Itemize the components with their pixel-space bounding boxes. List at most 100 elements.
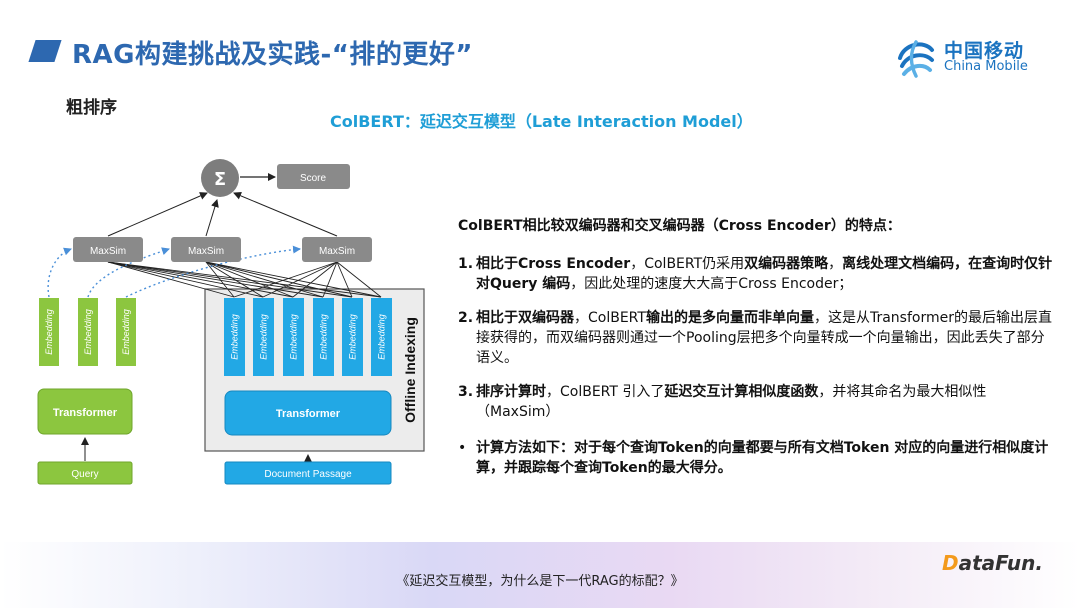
feature-item-3: 3.排序计算时，ColBERT 引入了延迟交互计算相似度函数，并将其命名为最大相… [458, 382, 1058, 422]
maxsim-doc-connections [107, 261, 382, 298]
china-mobile-logo-icon [898, 40, 934, 78]
maxsim3-to-sum-arrow [233, 192, 338, 237]
query-embedding-3 [116, 298, 136, 366]
query-embedding-label-3: Embedding [121, 309, 131, 355]
feature-text-panel: ColBERT相比较双编码器和交叉编码器（Cross Encoder）的特点： … [458, 216, 1058, 492]
title-accent-bar [28, 40, 62, 62]
feature-item-text-segment: 延迟交互计算相似度函数 [664, 384, 819, 400]
feature-item-text-segment: 相比于Cross Encoder [476, 256, 631, 272]
maxsim-box-1 [73, 237, 143, 262]
maxsim1-to-sum-arrow [107, 192, 208, 237]
query-input-label: Query [71, 469, 98, 480]
maxsim-box-2 [171, 237, 241, 262]
logo-cn-text: 中国移动 [944, 40, 1025, 62]
maxsim1-doc3-line [107, 261, 294, 298]
section-label: 粗排序 [66, 98, 117, 118]
feature-item-text-segment: ，这是从Transformer的最后输出层直接获得的，而双编码器则通过一个Poo… [476, 310, 1052, 366]
feature-item-4: • 计算方法如下：对于每个查询Token的向量都要与所有文档Token 对应的向量… [458, 438, 1058, 478]
doc-embedding-label-1: Embedding [230, 314, 240, 360]
datafun-logo: DataFun. [942, 551, 1043, 575]
maxsim3-doc3-line [292, 261, 338, 298]
query-embedding-3-to-maxsim-arrow [125, 245, 301, 298]
doc-input-label: Document Passage [264, 469, 352, 480]
offline-indexing-label: Offline Indexing [402, 317, 418, 423]
feature-item-text-segment: 双编码器策略 [744, 256, 829, 272]
maxsim2-doc3-line [205, 261, 294, 298]
china-mobile-logo: 中国移动 China Mobile [894, 36, 1044, 80]
datafun-logo-text: ataFun. [958, 551, 1043, 575]
query-transformer-box [37, 388, 133, 435]
sum-symbol: Σ [214, 169, 226, 190]
footer-gradient-band [0, 542, 1080, 608]
sum-node [201, 159, 239, 197]
maxsim1-doc5-line [107, 261, 353, 298]
doc-embedding-6 [371, 298, 392, 376]
query-transformer-label: Transformer [53, 407, 118, 419]
maxsim3-doc2-line [262, 261, 338, 298]
doc-embedding-label-2: Embedding [259, 314, 269, 360]
feature-item-text-segment: 计算方法如下：对于每个查询Token的向量都要与所有文档Token 对应的向量进… [476, 440, 1049, 476]
maxsim-label-1: MaxSim [90, 246, 126, 257]
maxsim2-doc2-line [205, 261, 264, 298]
query-embedding-2 [78, 298, 98, 366]
colbert-diagram: Offline Indexing Σ Score MaxSim MaxSim M… [37, 159, 425, 485]
doc-input-box [224, 461, 392, 485]
feature-item-number: 2. [458, 310, 474, 326]
feature-item-text-segment: ，并将其命名为最大相似性（MaxSim） [476, 384, 987, 420]
doc-embeddings: Embedding Embedding Embedding Embedding Embe… [224, 298, 392, 376]
maxsim1-doc1-line [107, 261, 235, 298]
maxsim2-to-sum-arrow [205, 199, 219, 237]
feature-item-number: 3. [458, 384, 474, 400]
doc-embedding-label-3: Embedding [289, 314, 299, 360]
feature-item-text-segment: 输出的是多向量而非单向量 [645, 310, 814, 326]
maxsim1-doc4-line [107, 261, 324, 298]
feature-item-text-segment: ，ColBERT [574, 310, 646, 326]
maxsim2-doc5-line [205, 261, 353, 298]
maxsim2-doc4-line [205, 261, 324, 298]
doc-embedding-2 [253, 298, 274, 376]
feature-item-1: 1.相比于Cross Encoder，ColBERT仍采用双编码器策略，离线处理… [458, 254, 1058, 294]
features-heading: ColBERT相比较双编码器和交叉编码器（Cross Encoder）的特点： [458, 218, 901, 234]
feature-item-number: 1. [458, 256, 474, 272]
query-to-maxsim-dotted-arrows [47, 245, 301, 298]
feature-item-text-segment: 离线处理文档编码，在查询时仅针对Query 编码 [476, 256, 1053, 292]
doc-transformer-label: Transformer [276, 408, 341, 420]
maxsim2-doc6-line [205, 261, 382, 298]
maxsim2-doc1-line [205, 261, 235, 298]
maxsim3-doc4-line [322, 261, 338, 298]
doc-embedding-1 [224, 298, 245, 376]
features-list: 1.相比于Cross Encoder，ColBERT仍采用双编码器策略，离线处理… [458, 254, 1058, 478]
maxsim-label-3: MaxSim [319, 246, 355, 257]
query-embedding-2-to-maxsim-arrow [87, 247, 170, 298]
feature-item-2: 2.相比于双编码器，ColBERT输出的是多向量而非单向量，这是从Transfo… [458, 308, 1058, 368]
maxsim3-doc5-line [336, 261, 353, 298]
feature-item-number: • [458, 440, 467, 456]
feature-item-text-segment: ， [828, 256, 843, 272]
feature-item-text-segment: ，ColBERT仍采用 [630, 256, 745, 272]
datafun-logo-mark: D [942, 551, 959, 575]
query-embedding-1 [39, 298, 59, 366]
maxsim-box-3 [302, 237, 372, 262]
maxsim1-doc6-line [107, 261, 382, 298]
feature-item-text-segment: 排序计算时 [476, 384, 546, 400]
page-title: RAG构建挑战及实践-“排的更好” [72, 40, 473, 70]
maxsim1-doc2-line [107, 261, 264, 298]
feature-item-text-segment: ，因此处理的速度大大高于Cross Encoder； [570, 276, 853, 292]
feature-item-text-segment: 相比于双编码器 [476, 310, 574, 326]
doc-embedding-label-4: Embedding [319, 314, 329, 360]
doc-embedding-label-6: Embedding [377, 314, 387, 360]
diagram-title: ColBERT：延迟交互模型（Late Interaction Model） [330, 112, 753, 131]
query-embedding-label-2: Embedding [83, 309, 93, 355]
maxsim-label-2: MaxSim [188, 246, 224, 257]
query-input-box [37, 461, 133, 485]
doc-transformer-box [224, 390, 392, 436]
query-embedding-1-to-maxsim-arrow [47, 247, 72, 298]
score-label: Score [300, 173, 327, 184]
maxsim3-doc1-line [233, 261, 338, 298]
doc-embedding-3 [283, 298, 304, 376]
query-embeddings: Embedding Embedding Embedding [39, 298, 136, 366]
query-embedding-label-1: Embedding [44, 309, 54, 355]
maxsim3-doc6-line [336, 261, 382, 298]
logo-en-text: China Mobile [944, 59, 1028, 74]
